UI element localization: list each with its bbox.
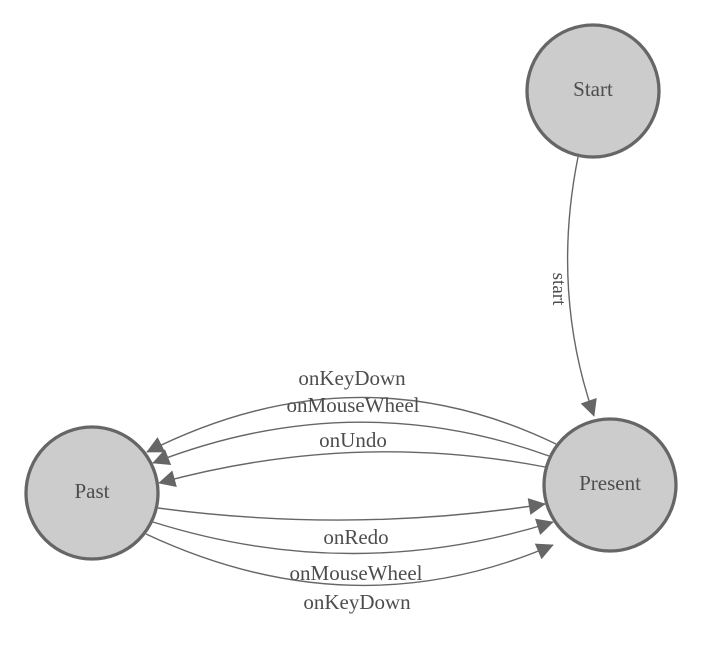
state-label-start: Start (573, 77, 613, 101)
transition-label-onkeydown-to-past: onKeyDown (298, 366, 406, 390)
transition-label-onkeydown-to-present: onKeyDown (303, 590, 411, 614)
transition-label-onmousewheel-to-present: onMouseWheel (290, 561, 423, 585)
transition-edge-onkeydown-to-present[interactable] (145, 533, 554, 587)
state-node-present[interactable] (542, 417, 678, 553)
transition-label-onundo-to-past: onUndo (319, 428, 387, 452)
transition-edge-start[interactable] (566, 156, 597, 417)
state-node-start[interactable] (525, 23, 661, 159)
transition-edge-onmousewheel-to-past[interactable] (152, 421, 550, 466)
state-label-present: Present (579, 471, 641, 495)
state-node-past[interactable] (24, 425, 160, 561)
transition-label-onmousewheel-to-past: onMouseWheel (287, 393, 420, 417)
transition-edge-onundo-to-past[interactable] (158, 451, 546, 487)
transition-edge-onkeydown-to-past[interactable] (146, 396, 557, 453)
state-label-past: Past (74, 479, 109, 503)
transitions-group: start onKeyDown onMouseWheel onUndo onRe… (145, 156, 597, 614)
transition-edge-onredo-to-present[interactable] (157, 498, 546, 521)
transition-edge-onmousewheel-to-present[interactable] (152, 518, 554, 555)
states-group: Start Present Past (24, 23, 678, 561)
transition-label-start: start (548, 273, 569, 306)
transition-label-onredo-to-present: onRedo (323, 525, 388, 549)
